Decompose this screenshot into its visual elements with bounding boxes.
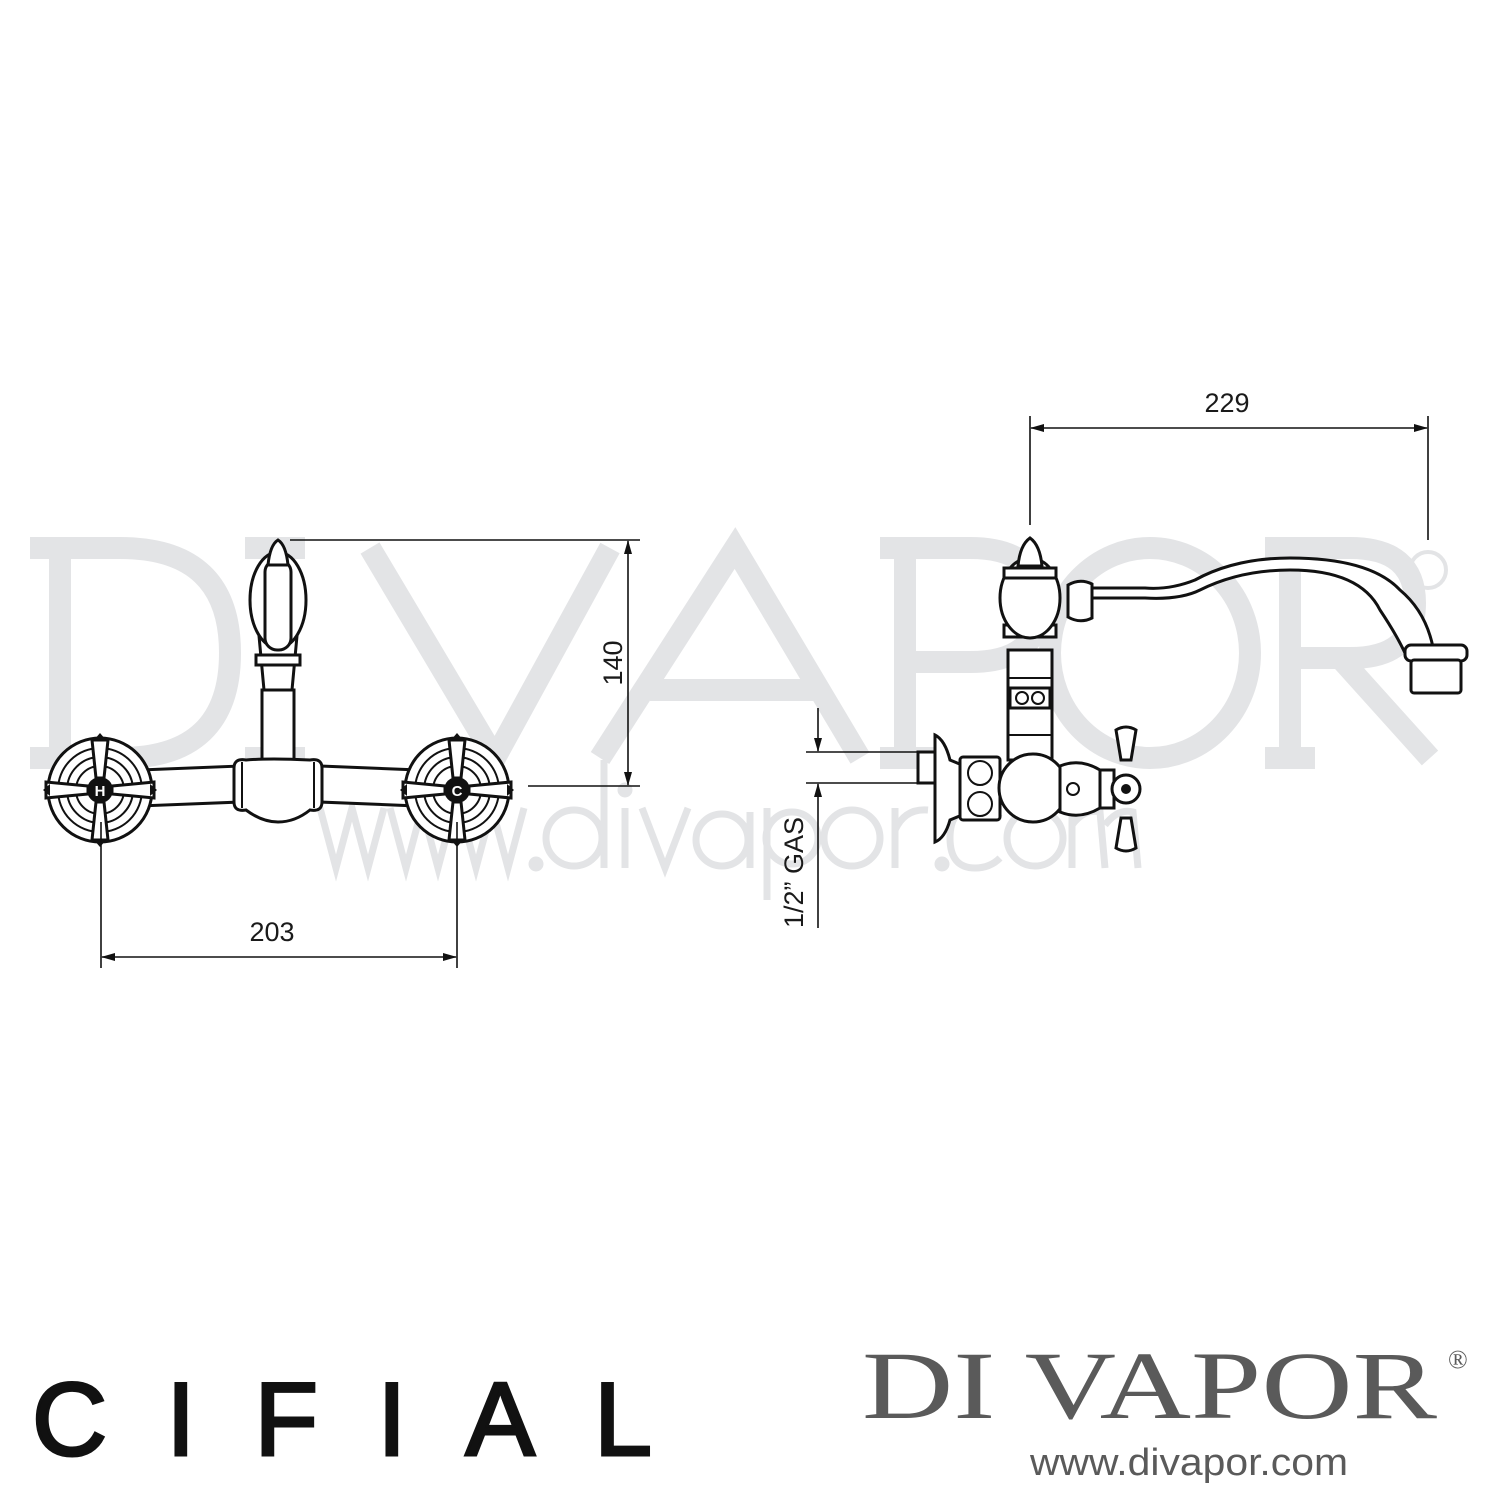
width-dimension-label: 203 [249,917,294,947]
cold-marker: C [452,783,463,800]
hot-handle: H [43,733,157,847]
cold-handle: C [400,733,514,847]
width-dimension: 203 [100,822,458,968]
divapor-logo-text: DI VAPOR [862,1332,1437,1439]
watermark-brand [30,527,1448,781]
projection-dimension-label: 229 [1204,388,1249,418]
connection-label: 1/2” GAS [779,817,809,928]
height-dimension-label: 140 [598,640,628,685]
divapor-registered: ® [1448,1345,1468,1374]
projection-dimension: 229 [1029,388,1429,540]
watermark [30,527,1448,900]
cifial-logo: CIFIAL [32,1362,652,1478]
height-dimension: 140 [290,539,640,787]
hot-marker: H [95,783,106,800]
divapor-url: www.divapor.com [1029,1442,1348,1484]
front-view-faucet: H C [43,538,514,847]
side-view-faucet [916,536,1469,853]
divapor-logo: DI VAPOR ® www.divapor.com [862,1332,1468,1484]
connection-dimension: 1/2” GAS [779,708,918,928]
